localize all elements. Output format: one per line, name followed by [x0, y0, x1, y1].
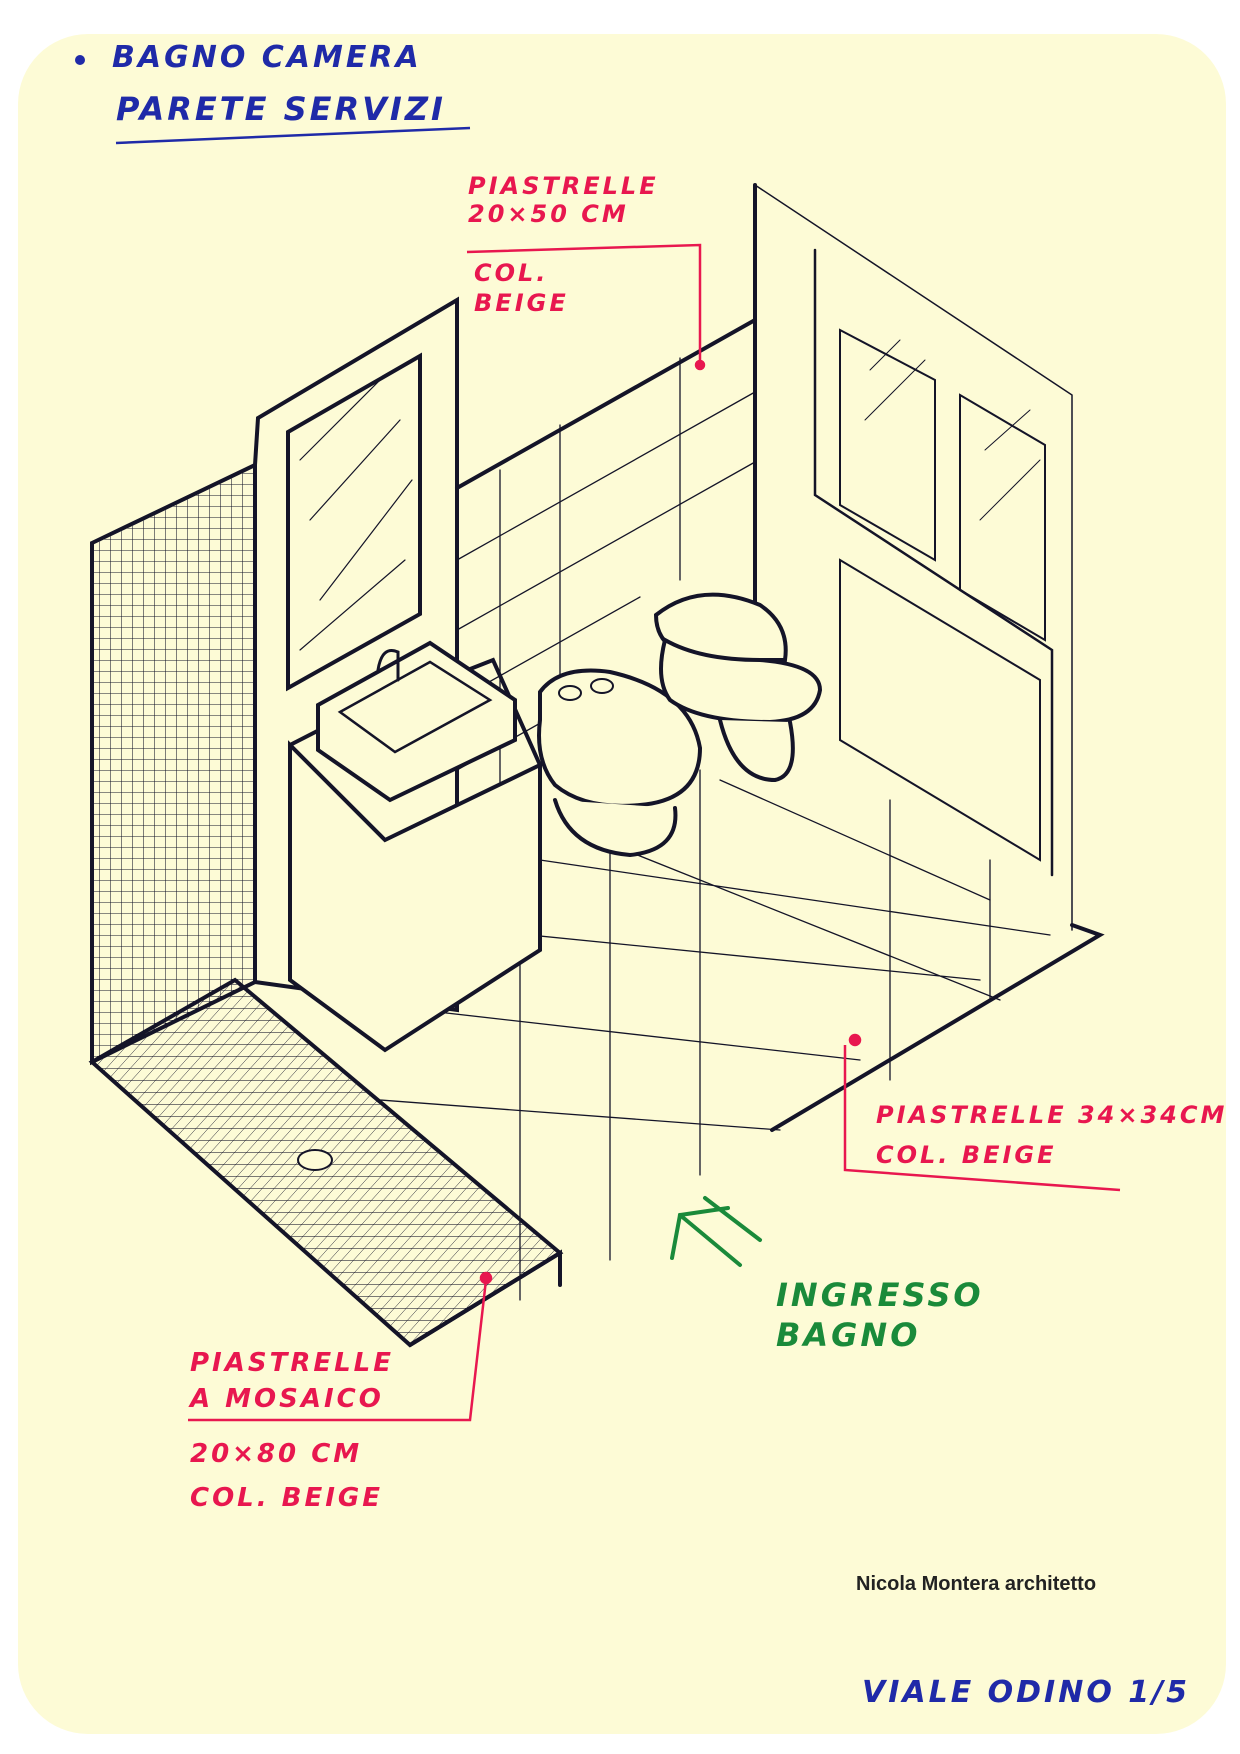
- wall-tile-lines: [456, 391, 756, 771]
- wall-tiles-line1: PIASTRELLE: [468, 172, 659, 200]
- door-panel-low: [839, 558, 1041, 862]
- mirror: [286, 352, 422, 692]
- address-label: VIALE ODINO 1/5: [862, 1675, 1190, 1710]
- floor-tiles-line2: COL. BEIGE: [876, 1141, 1057, 1169]
- wall-tiles-label: PIASTRELLE 20×50 CM: [468, 172, 659, 228]
- header-subtitle: PARETE SERVIZI: [116, 90, 446, 128]
- floor-tiles-line1: PIASTRELLE 34×34CM: [876, 1101, 1228, 1129]
- bidet: [537, 668, 703, 808]
- wall-tiles-line2: 20×50 CM: [468, 200, 629, 228]
- header-title: BAGNO CAMERA: [112, 40, 422, 75]
- vanity-cabinet: [288, 740, 542, 1053]
- sink-faucet: [376, 649, 400, 682]
- toilet-bowl: [659, 636, 823, 725]
- wall-tiles-line4: BEIGE: [474, 289, 569, 317]
- floor-outline: [770, 923, 1105, 1132]
- door-frame: [813, 248, 1054, 877]
- wall-tiles-color: COL. BEIGE: [474, 258, 569, 318]
- annotation-leaders: [188, 243, 1121, 1422]
- mosaic-tiles-line4: COL. BEIGE: [190, 1483, 384, 1513]
- mosaic-wall: [90, 461, 257, 1066]
- door-panel-top: [839, 328, 936, 562]
- sink-basin: [316, 640, 517, 803]
- entrance-line1: INGRESSO: [776, 1276, 984, 1314]
- floor-tiles-label: PIASTRELLE 34×34CM COL. BEIGE: [876, 1095, 1227, 1175]
- room-structure: [88, 183, 1105, 1348]
- door-panel-right: [959, 393, 1046, 642]
- mirror-reflection: [299, 379, 413, 651]
- entrance-label: INGRESSO BAGNO: [776, 1275, 984, 1355]
- entrance-arrow: [670, 1196, 762, 1267]
- shower-drain: [297, 1149, 333, 1171]
- mosaic-tiles-line1: PIASTRELLE: [190, 1348, 394, 1378]
- back-wall-edge: [455, 318, 757, 490]
- mosaic-tiles-line2: A MOSAICO: [190, 1384, 384, 1414]
- mosaic-tiles-spec: 20×80 CM COL. BEIGE: [190, 1432, 383, 1520]
- architect-credit: Nicola Montera architetto: [856, 1573, 1097, 1595]
- header-underline: [115, 126, 471, 145]
- entrance-line2: BAGNO: [776, 1316, 921, 1354]
- mosaic-tiles-line3: 20×80 CM: [190, 1439, 363, 1469]
- floor-tile-lines: [379, 779, 1051, 1131]
- mosaic-tiles-label: PIASTRELLE A MOSAICO: [190, 1345, 394, 1417]
- bullet-dot: [75, 55, 85, 65]
- wall-tiles-line3: COL.: [474, 259, 549, 287]
